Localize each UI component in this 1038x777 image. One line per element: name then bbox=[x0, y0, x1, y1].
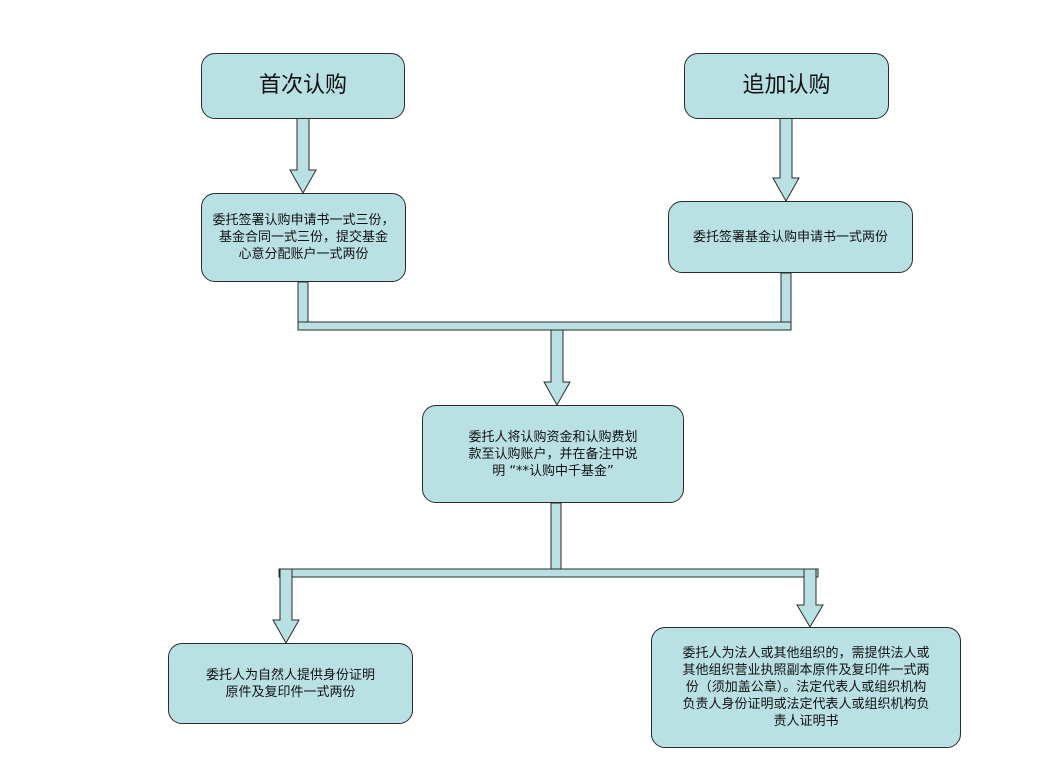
merge-right-vertical bbox=[780, 272, 792, 331]
first-purchase-docs-node: 委托签署认购申请书一式三份， 基金合同一式三份，提交基金 心意分配账户一式两份 bbox=[201, 193, 406, 282]
arrow-to-natural-person bbox=[272, 568, 300, 645]
transfer-funds-node: 委托人将认购资金和认购费划 款至认购账户，并在备注中说 明 “**认购中千基金” bbox=[422, 405, 684, 503]
additional-purchase-docs-node: 委托签署基金认购申请书一式两份 bbox=[668, 201, 913, 273]
merge-horizontal-bar bbox=[297, 321, 792, 331]
arrow-merge-to-transfer bbox=[543, 329, 571, 407]
arrow-to-legal-entity bbox=[796, 568, 824, 628]
first-purchase-node: 首次认购 bbox=[201, 53, 405, 119]
natural-person-node: 委托人为自然人提供身份证明 原件及复印件一式两份 bbox=[168, 643, 413, 724]
arrow-additional-to-docs bbox=[772, 117, 800, 203]
arrow-first-to-docs bbox=[289, 117, 317, 195]
legal-entity-node: 委托人为法人或其他组织的，需提供法人或 其他组织营业执照副本原件及复印件一式两 … bbox=[651, 627, 961, 748]
split-horizontal-bar bbox=[278, 568, 819, 578]
additional-purchase-node: 追加认购 bbox=[684, 53, 889, 119]
split-vertical bbox=[550, 502, 562, 570]
